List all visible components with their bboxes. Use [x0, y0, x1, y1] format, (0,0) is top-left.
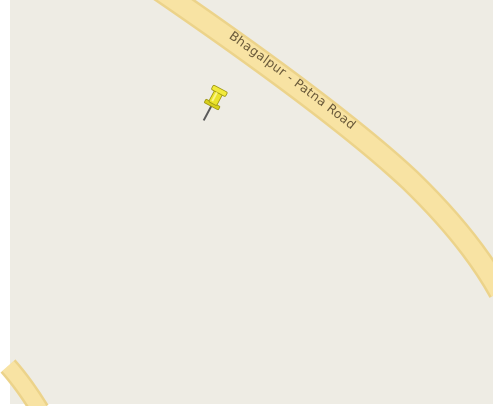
pushpin-icon[interactable] — [197, 85, 228, 124]
pin-top — [211, 85, 228, 97]
pin-highlight — [211, 91, 218, 102]
pin-needle — [202, 105, 213, 121]
road-bhagalpur-patna[interactable] — [157, 0, 493, 297]
